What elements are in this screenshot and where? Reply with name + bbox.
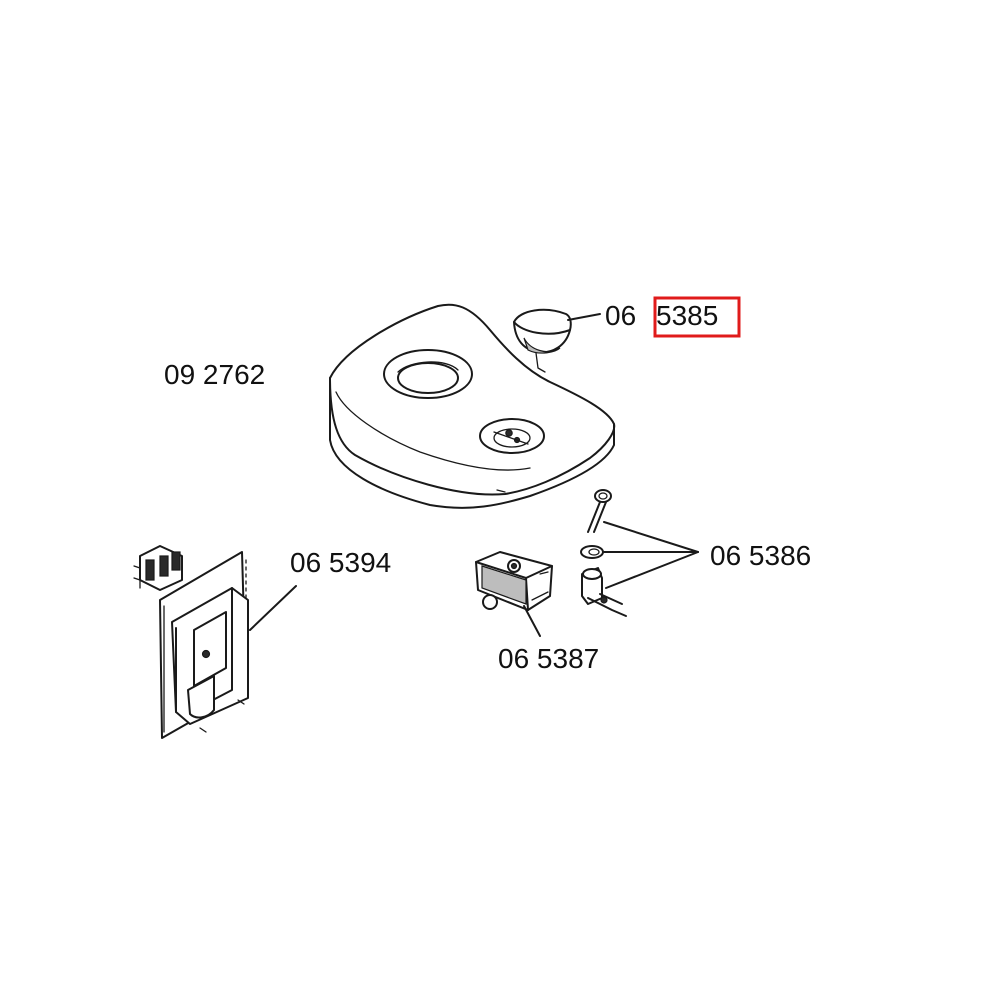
connector-block[interactable] [133,545,183,591]
pump-part[interactable] [475,551,553,611]
label-valve-parts: 06 5386 [710,540,811,571]
label-tank: 09 2762 [164,359,265,390]
label-board: 06 5394 [290,547,391,578]
water-tank-part[interactable] [329,303,616,509]
leader-lines [249,313,699,637]
tank-lid-part[interactable] [513,308,572,373]
valve-parts-group[interactable] [580,489,627,617]
control-board-part[interactable] [159,551,249,739]
label-lid-number: 5385 [656,300,718,331]
label-pump: 06 5387 [498,643,599,674]
highlight-box [653,296,741,338]
label-lid-prefix: 06 [605,300,636,331]
